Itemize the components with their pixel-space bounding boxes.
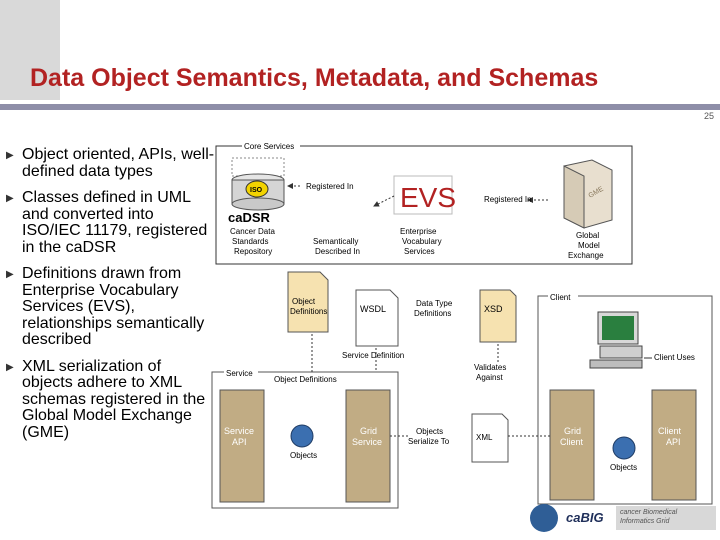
data-type-definitions-label: Data Type Definitions xyxy=(414,299,455,318)
evs-logo: EVS xyxy=(393,175,456,215)
grid-service-box xyxy=(345,389,391,503)
semantically-described-label: Semantically Described In xyxy=(313,237,361,256)
objects-globe-icon xyxy=(612,436,636,460)
page-number: 25 xyxy=(703,111,714,121)
cabig-name: caBIG xyxy=(566,510,604,525)
xsd-document-icon xyxy=(479,289,517,343)
architecture-diagram: Core Services ISO caDSR Cancer Data Stan… xyxy=(211,141,713,509)
cabig-logo: caBIG cancer Biomedical Informatics Grid xyxy=(530,502,720,534)
cadsr-caption: Cancer Data Standards Repository xyxy=(230,227,277,256)
bullet-item: ▶ Object oriented, APIs, well-defined dat… xyxy=(6,146,216,180)
object-definitions-document-icon xyxy=(287,271,329,333)
service-box-label: Service xyxy=(226,369,253,378)
objects-globe-icon xyxy=(290,424,314,448)
service-box xyxy=(211,371,399,509)
core-services-label: Core Services xyxy=(244,142,294,151)
cabig-tagline-box: cancer Biomedical Informatics Grid xyxy=(616,506,716,530)
bullet-text: Object oriented, APIs, well-defined data… xyxy=(22,146,215,180)
evs-label: EVS xyxy=(400,182,456,213)
objects-serialize-to-label: Objects Serialize To xyxy=(408,427,450,446)
cabig-tagline-line: cancer Biomedical xyxy=(620,509,678,516)
bullet-text: XML serialization of objects adhere to X… xyxy=(22,357,206,441)
objects-label: Objects xyxy=(290,451,317,460)
cabig-tagline-line: Informatics Grid xyxy=(620,518,670,525)
xml-label: XML xyxy=(476,433,493,442)
evs-caption: Enterprise Vocabulary Services xyxy=(400,227,444,256)
registered-in-label: Registered In xyxy=(306,182,354,191)
iso-label: ISO xyxy=(250,187,263,194)
client-api-label: Client API xyxy=(658,426,684,447)
client-box-label: Client xyxy=(550,293,571,302)
client-box xyxy=(537,295,713,505)
xsd-label: XSD xyxy=(484,304,503,314)
client-api-box xyxy=(651,389,697,501)
gme-caption: Global Model Exchange xyxy=(568,231,604,260)
slide-title: Data Object Semantics, Metadata, and Sch… xyxy=(30,64,599,92)
bullet-text: Definitions drawn from Enterprise Vocabu… xyxy=(22,265,205,348)
wsdl-label: WSDL xyxy=(360,304,386,314)
computer-icon xyxy=(589,311,643,369)
cabig-globe-icon xyxy=(530,504,558,532)
service-definition-label: Service Definition xyxy=(342,351,404,360)
xml-document-icon xyxy=(471,413,509,463)
bullet-item: ▶ Classes defined in UML and converted in… xyxy=(6,189,216,256)
object-definitions-doc-label: Object Definitions xyxy=(290,297,327,316)
grid-service-label: Grid Service xyxy=(352,426,382,447)
bullet-arrow-icon: ▶ xyxy=(6,150,14,161)
client-uses-label: Client Uses xyxy=(654,353,695,362)
object-definitions-label: Object Definitions xyxy=(274,375,337,384)
service-api-label: Service API xyxy=(224,426,257,447)
bullet-arrow-icon: ▶ xyxy=(6,193,14,204)
corner-block xyxy=(0,0,60,100)
validates-against-label: Validates Against xyxy=(474,363,509,382)
title-rule xyxy=(0,104,720,110)
grid-client-box xyxy=(549,389,595,501)
bullet-list: ▶ Object oriented, APIs, well-defined dat… xyxy=(6,146,216,451)
service-api-box xyxy=(219,389,265,503)
bullet-item: ▶ XML serialization of objects adhere to … xyxy=(6,357,216,442)
bullet-arrow-icon: ▶ xyxy=(6,269,14,280)
wsdl-document-icon xyxy=(355,289,399,347)
bullet-text: Classes defined in UML and converted int… xyxy=(22,189,208,256)
grid-client-label: Grid Client xyxy=(560,426,584,447)
gme-server-icon: GME xyxy=(563,159,613,229)
core-services-box xyxy=(215,145,633,265)
cadsr-icon: ISO caDSR xyxy=(228,157,285,225)
bullet-arrow-icon: ▶ xyxy=(6,361,14,373)
registered-in-label: Registered In xyxy=(484,195,532,204)
cadsr-label: caDSR xyxy=(228,210,271,225)
objects-label: Objects xyxy=(610,463,637,472)
bullet-item: ▶ Definitions drawn from Enterprise Vocab… xyxy=(6,265,216,349)
